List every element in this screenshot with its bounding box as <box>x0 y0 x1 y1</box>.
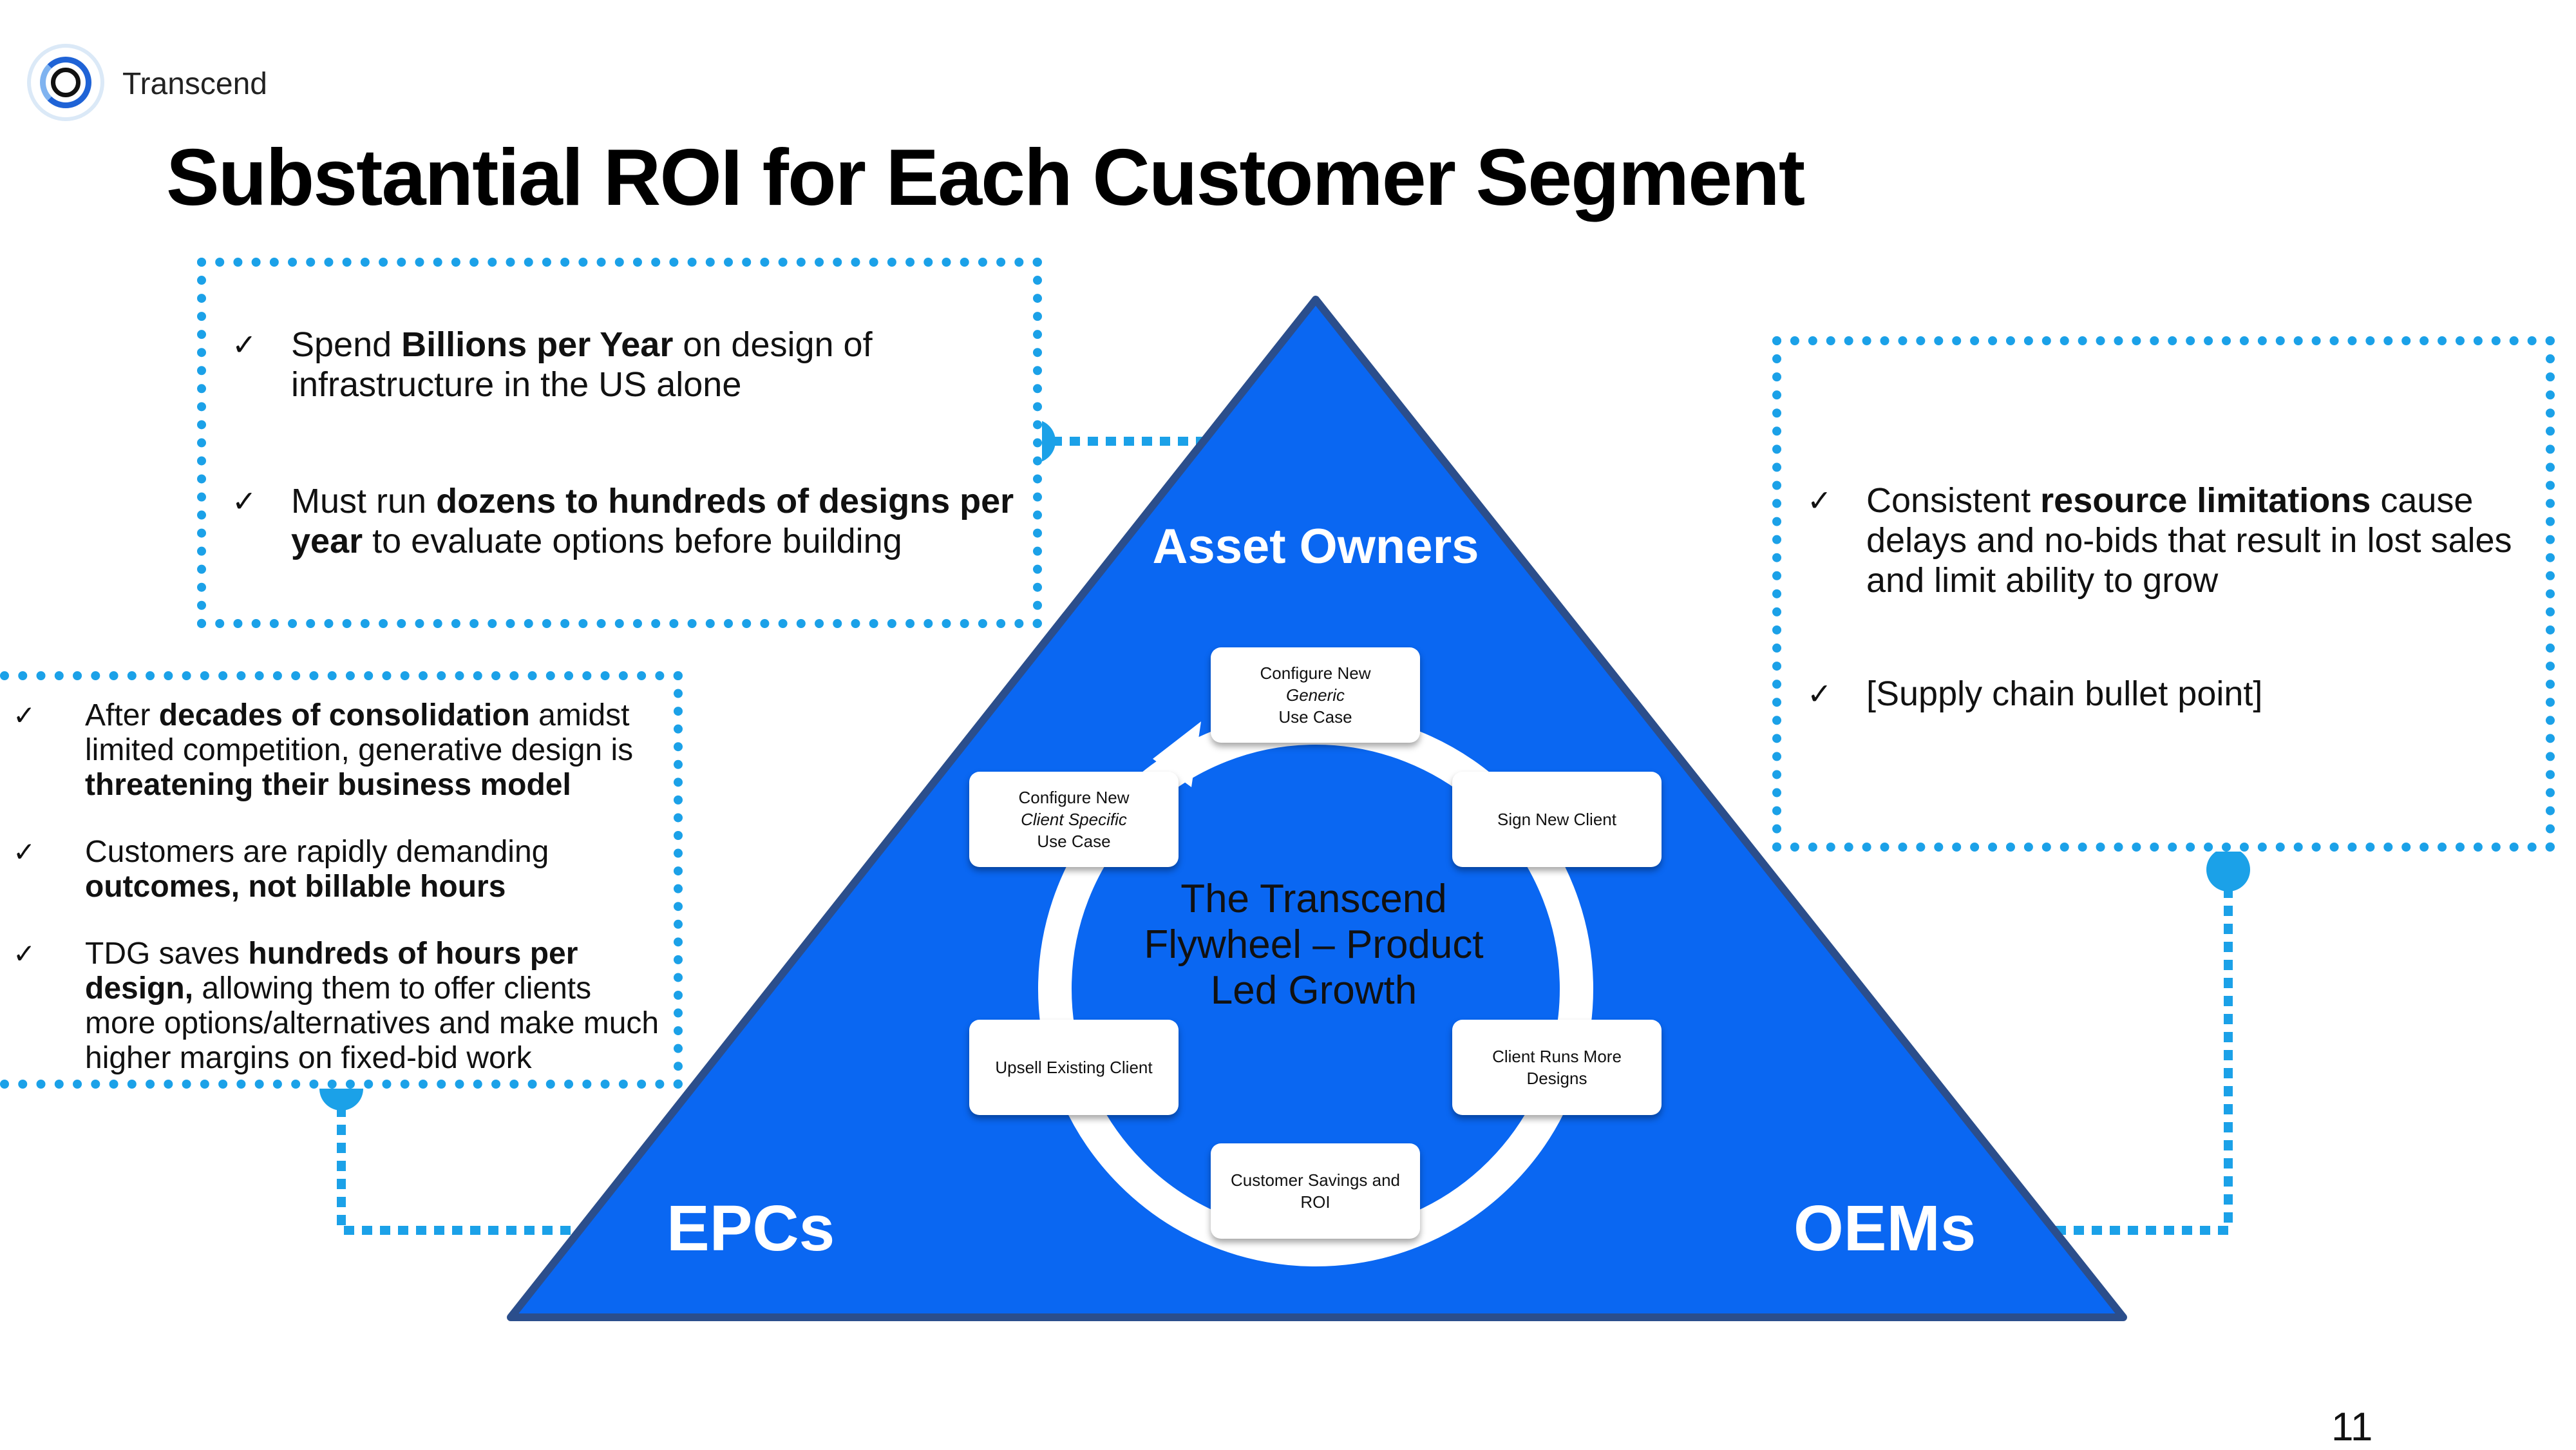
bullet-text: Consistent resource limitations cause de… <box>1866 481 2512 600</box>
epcs-box: ✓ After decades of consolidation amidst … <box>0 671 683 1089</box>
brand-name: Transcend <box>122 67 267 101</box>
flywheel-node-configure-generic: Configure New Generic Use Case <box>1211 647 1420 743</box>
segment-label-asset-owners: Asset Owners <box>1152 519 1479 574</box>
flywheel-node-upsell-existing-client: Upsell Existing Client <box>969 1020 1179 1115</box>
segment-triangle <box>507 296 2127 1321</box>
connector-dot-oems <box>2206 848 2250 892</box>
page-number: 11 <box>2331 1405 2373 1449</box>
node-text: Client Runs More Designs <box>1492 1047 1622 1088</box>
connector-oems <box>1996 870 2233 1235</box>
segment-label-oems: OEMs <box>1794 1192 1976 1264</box>
flywheel-node-configure-client-specific: Configure New Client Specific Use Case <box>969 772 1179 867</box>
oems-box: ✓ Consistent resource limitations cause … <box>1772 336 2555 852</box>
flywheel-node-customer-savings: Customer Savings and ROI <box>1211 1143 1420 1239</box>
checkmark-icon: ✓ <box>232 328 257 361</box>
bullet-text: Spend Billions per Year on design of inf… <box>291 325 873 404</box>
checkmark-icon: ✓ <box>1807 484 1832 517</box>
node-text: Customer Savings and ROI <box>1230 1170 1401 1212</box>
bullet-text: Must run dozens to hundreds of designs p… <box>291 482 1014 560</box>
checkmark-icon: ✓ <box>13 700 36 730</box>
checkmark-icon: ✓ <box>1807 677 1832 711</box>
bullet-text: [Supply chain bullet point] <box>1866 674 2263 713</box>
flywheel-arrowhead-icon <box>1153 721 1201 787</box>
flywheel-node-client-runs-more-designs: Client Runs More Designs <box>1452 1020 1662 1115</box>
transcend-logo-icon <box>27 44 104 121</box>
node-text: Configure New <box>1018 788 1130 807</box>
node-text: Sign New Client <box>1497 810 1616 829</box>
asset-owners-box: ✓ Spend Billions per Year on design of i… <box>197 258 1042 628</box>
checkmark-icon: ✓ <box>232 484 257 518</box>
checkmark-icon: ✓ <box>13 837 36 867</box>
segment-label-epcs: EPCs <box>667 1192 835 1264</box>
bullet-text: After decades of consolidation amidst li… <box>85 698 634 802</box>
node-text: Configure New <box>1260 663 1371 683</box>
page-title: Substantial ROI for Each Customer Segmen… <box>166 133 1805 222</box>
node-text: Use Case <box>1037 832 1111 851</box>
node-text: Upsell Existing Client <box>995 1058 1153 1077</box>
flywheel-title: The Transcend Flywheel – Product Led Gro… <box>1144 877 1484 1013</box>
node-text: Use Case <box>1278 707 1352 727</box>
bullet-text: TDG saves hundreds of hours per design, … <box>85 937 659 1075</box>
checkmark-icon: ✓ <box>13 939 36 969</box>
connector-epcs <box>337 1089 644 1235</box>
flywheel-node-sign-new-client: Sign New Client <box>1452 772 1662 867</box>
bullet-text: Customers are rapidly demanding outcomes… <box>85 835 549 904</box>
node-text: Client Specific <box>1021 810 1127 829</box>
node-text: Generic <box>1285 685 1345 705</box>
